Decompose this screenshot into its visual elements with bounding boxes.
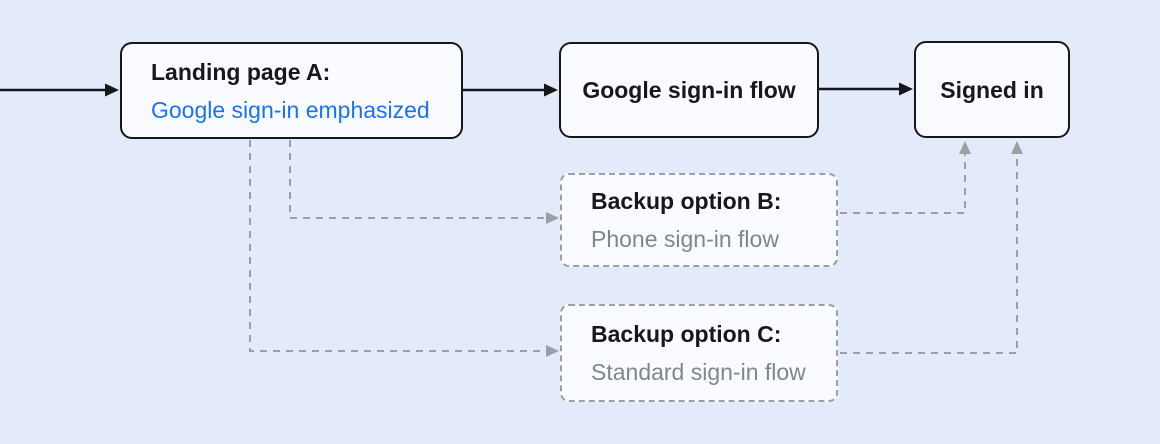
edge-landing-a-to-google-flow [463,83,558,97]
edge-start-to-landing-a [0,83,119,97]
edge-backup-b-to-signed-in [840,141,971,214]
node-landing-page-a-title: Landing page A: [151,58,331,85]
node-landing-page-a: Landing page A: Google sign-in emphasize… [120,42,463,139]
node-backup-option-b: Backup option B: Phone sign-in flow [560,173,838,267]
node-backup-option-c-subtitle: Standard sign-in flow [591,359,806,385]
edge-backup-c-to-signed-in [840,141,1023,354]
node-signed-in-label: Signed in [940,76,1044,103]
edge-google-flow-to-signed-in [819,82,913,96]
edge-landing-a-to-backup-b [289,140,559,224]
node-google-sign-in-flow-label: Google sign-in flow [582,77,796,103]
node-landing-page-a-subtitle: Google sign-in emphasized [151,96,430,123]
node-backup-option-b-title: Backup option B: [591,188,782,214]
node-backup-option-c: Backup option C: Standard sign-in flow [560,304,838,402]
edge-landing-a-to-backup-c [249,140,559,357]
node-backup-option-c-title: Backup option C: [591,321,782,347]
node-google-sign-in-flow: Google sign-in flow [559,42,819,138]
node-signed-in: Signed in [914,41,1070,138]
node-backup-option-b-subtitle: Phone sign-in flow [591,226,779,252]
